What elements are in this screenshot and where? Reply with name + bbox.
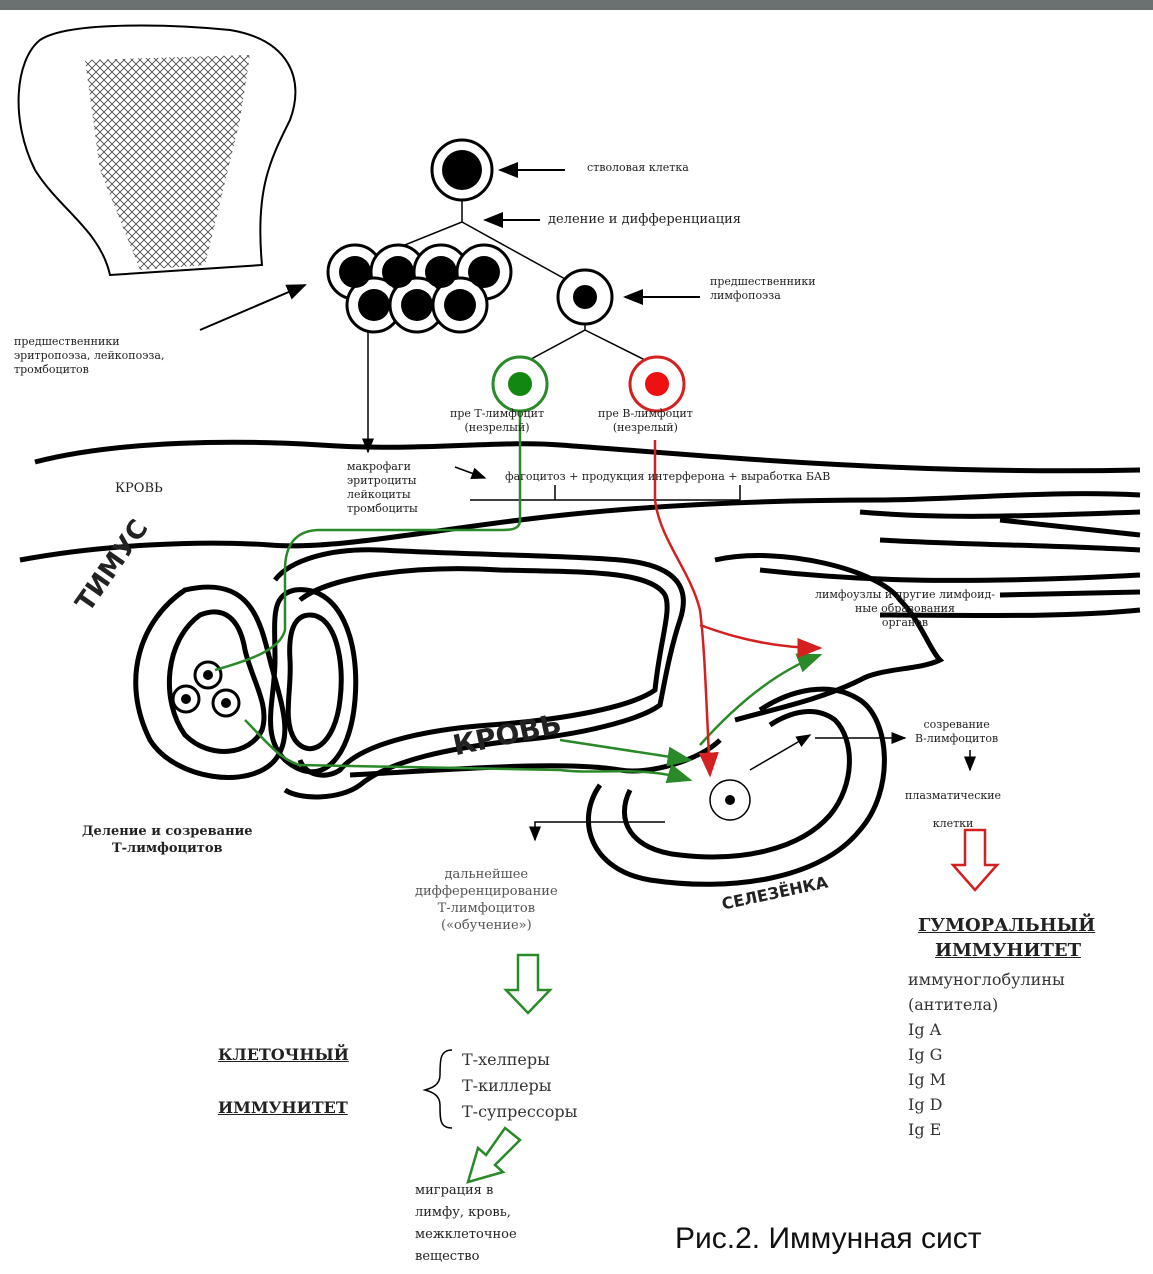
humoral-title-2: ИММУНИТЕТ xyxy=(935,940,1081,961)
thymus-outline xyxy=(136,587,356,777)
stem-cell-icon xyxy=(432,140,492,200)
central-vessel-outline xyxy=(275,550,940,797)
spleen-cell-icon xyxy=(710,780,750,820)
pre-b-label: пре В-лимфоцит (незрелый) xyxy=(598,407,693,435)
thymus-cells xyxy=(173,662,239,716)
brace-icon xyxy=(425,1050,452,1128)
plasma-cells-label: плазматические клетки xyxy=(905,782,1001,838)
cellular-arrow-icon xyxy=(506,955,550,1013)
blood-cells-label: макрофаги эритроциты лейкоциты тромбоцит… xyxy=(347,460,418,516)
migration-label: миграция в лимфу, кровь, межклеточное ве… xyxy=(415,1180,517,1268)
pre-t-lymphocyte-icon xyxy=(493,357,547,411)
pre-t-label: пре Т-лимфоцит (незрелый) xyxy=(450,407,544,435)
figure-caption: Рис.2. Иммунная сист xyxy=(675,1222,982,1256)
lymph-precursors-label: предшественники лимфопоэза xyxy=(710,275,816,303)
stem-cell-label: стволовая клетка xyxy=(587,161,689,175)
t-differentiation-label: дальнейшее дифференцирование Т-лимфоцито… xyxy=(415,866,558,934)
division-label: деление и дифференциация xyxy=(548,211,741,228)
migration-arrow-icon xyxy=(468,1128,520,1182)
precursor-cells-cluster xyxy=(328,245,511,332)
t-types-list: Т-хелперы Т-киллеры Т-супрессоры xyxy=(462,1047,577,1125)
thymus-caption: Деление и созревание Т-лимфоцитов xyxy=(82,823,253,857)
lymph-nodes-label: лимфоузлы и другие лимфоид- ные образова… xyxy=(815,588,995,630)
ery-precursors-label: предшественники эритропоэза, лейкопоэза,… xyxy=(14,335,164,377)
cellular-title-2: ИММУНИТЕТ xyxy=(218,1098,348,1117)
functions-label: фагоцитоз + продукция интерферона + выра… xyxy=(505,470,830,484)
b-lymphocyte-path xyxy=(655,440,820,775)
bone-icon xyxy=(19,26,296,275)
humoral-arrow-icon xyxy=(953,830,997,890)
lymph-precursor-cell-icon xyxy=(558,270,612,324)
pre-b-lymphocyte-icon xyxy=(630,357,684,411)
maturation-b-label: созревание В-лимфоцитов xyxy=(915,718,998,746)
blood-top-label: КРОВЬ xyxy=(115,480,163,497)
cellular-title-1: КЛЕТОЧНЫЙ xyxy=(218,1045,349,1064)
humoral-title-1: ГУМОРАЛЬНЫЙ xyxy=(918,915,1095,936)
immunoglobulins-list: иммуноглобулины (антитела) Ig A Ig G Ig … xyxy=(908,967,1065,1142)
